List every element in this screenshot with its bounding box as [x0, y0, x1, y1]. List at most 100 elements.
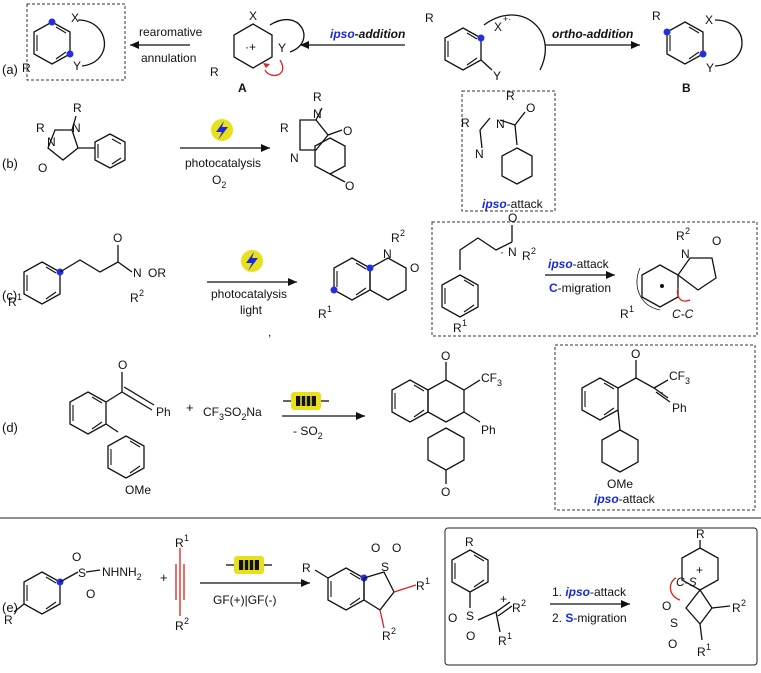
- svg-text:R: R: [676, 229, 685, 243]
- svg-text:2: 2: [521, 598, 526, 608]
- svg-text:1: 1: [327, 304, 332, 314]
- vinyl-radical-intermediate-d: [581, 360, 671, 473]
- svg-text:2: 2: [741, 598, 746, 608]
- svg-text:1: 1: [706, 642, 711, 652]
- ph-d1: Ph: [156, 405, 171, 419]
- svg-text:O: O: [526, 101, 535, 115]
- svg-text:O: O: [72, 550, 81, 564]
- svg-text:O: O: [392, 541, 401, 555]
- svg-text:·: ·: [500, 245, 504, 259]
- ome-d1: OMe: [125, 483, 151, 497]
- svg-text:,: ,: [268, 325, 271, 339]
- benzothiophene-dioxide-product: [314, 567, 417, 629]
- svg-text:R: R: [391, 231, 400, 245]
- svg-text:1: 1: [507, 631, 512, 641]
- svg-text:O: O: [38, 161, 47, 175]
- ipso-box-c: [431, 221, 758, 337]
- svg-text:+: +: [160, 570, 168, 585]
- svg-text:R: R: [313, 90, 322, 104]
- svg-text:O: O: [441, 485, 450, 499]
- photocatalyst-lightning-icon: [211, 119, 233, 141]
- svg-text:O: O: [86, 587, 95, 601]
- svg-text:O: O: [113, 231, 122, 245]
- svg-text:R: R: [302, 561, 311, 575]
- svg-text:S: S: [670, 616, 678, 630]
- svg-text:+·: +·: [503, 14, 511, 24]
- svg-text:X: X: [71, 11, 79, 25]
- cf3-product: CF3: [481, 371, 502, 388]
- svg-text:+: +: [500, 592, 507, 606]
- label-B: B: [682, 81, 691, 95]
- svg-text:O: O: [371, 541, 380, 555]
- svg-text:N: N: [47, 135, 56, 149]
- svg-text:N: N: [496, 117, 505, 131]
- svg-text:R: R: [498, 634, 507, 648]
- svg-text:N: N: [475, 147, 484, 161]
- rearomative-text: rearomative: [139, 25, 203, 39]
- svg-text:O: O: [118, 358, 127, 372]
- electrolysis-battery-icon-d: [283, 392, 329, 410]
- ipso-addition-label: ipso-addition: [330, 27, 405, 41]
- svg-text:N: N: [72, 121, 81, 135]
- ipso-attack-box-b: [461, 90, 556, 212]
- amide-substrate-c: [23, 245, 133, 305]
- spiro-thietane-intermediate: [669, 540, 731, 641]
- svg-text:X: X: [494, 20, 502, 34]
- svg-text:R: R: [522, 249, 531, 263]
- svg-text:1: 1: [425, 576, 430, 586]
- svg-text:O: O: [712, 234, 721, 248]
- oxadiazoline-substrate: [47, 115, 126, 169]
- svg-text:O: O: [466, 629, 475, 643]
- svg-text:1: 1: [17, 292, 22, 302]
- svg-text:R: R: [130, 291, 139, 305]
- label-c: (c): [2, 288, 17, 303]
- svg-text:R: R: [175, 619, 184, 633]
- svg-text:OR: OR: [148, 266, 166, 280]
- svg-text:1: 1: [462, 318, 467, 328]
- svg-text:X: X: [705, 13, 713, 27]
- gf-conditions: GF(+)|GF(-): [213, 593, 276, 607]
- dihydroquinolinone-product: [330, 257, 407, 301]
- c-migration: C-migration: [549, 281, 611, 295]
- nitrile-ylide-intermediate: [479, 111, 533, 185]
- svg-text:2: 2: [184, 616, 189, 626]
- svg-text:X: X: [249, 9, 257, 23]
- svg-text:R: R: [8, 295, 17, 309]
- light-c: light: [240, 303, 263, 317]
- svg-text:R: R: [73, 101, 82, 115]
- svg-text:R: R: [4, 613, 13, 627]
- svg-text:R: R: [318, 307, 327, 321]
- svg-text:Y: Y: [278, 41, 286, 55]
- svg-text:O: O: [410, 261, 419, 275]
- svg-text:S: S: [466, 609, 474, 623]
- product-box-a: [26, 3, 126, 81]
- radical-cation-arene: [444, 14, 546, 71]
- svg-text:R: R: [697, 645, 706, 659]
- svg-text:R: R: [425, 11, 434, 25]
- ipso-attack-b: ipso-attack: [482, 197, 544, 211]
- ph-box-d: Ph: [672, 401, 687, 415]
- o2-b: O2: [212, 173, 226, 190]
- svg-text:Y: Y: [493, 69, 501, 83]
- svg-text:O: O: [631, 347, 640, 361]
- ipso-box-d: [554, 344, 756, 511]
- svg-text:N: N: [133, 266, 142, 280]
- annulated-arene-a: [33, 18, 106, 67]
- biaryl-ynone-substrate: [69, 372, 155, 479]
- svg-text:R: R: [461, 116, 470, 130]
- cf3-box-d: CF3: [669, 369, 690, 386]
- intermediate-A: [233, 18, 305, 77]
- ipso-attack-c: ipso-attack: [548, 257, 610, 271]
- svg-text:O: O: [662, 599, 671, 613]
- photocatalysis-c: photocatalysis: [211, 287, 287, 301]
- photocatalysis-b: photocatalysis: [185, 156, 261, 170]
- svg-text:S: S: [381, 560, 389, 574]
- label-a: (a): [2, 62, 18, 77]
- photocatalyst-lightning-icon-c: [241, 250, 263, 272]
- svg-text:R: R: [696, 527, 705, 541]
- svg-text:R: R: [36, 121, 45, 135]
- ortho-addition-label: ortho-addition: [552, 27, 633, 41]
- label-d: (d): [2, 420, 18, 435]
- svg-text:1: 1: [629, 304, 634, 314]
